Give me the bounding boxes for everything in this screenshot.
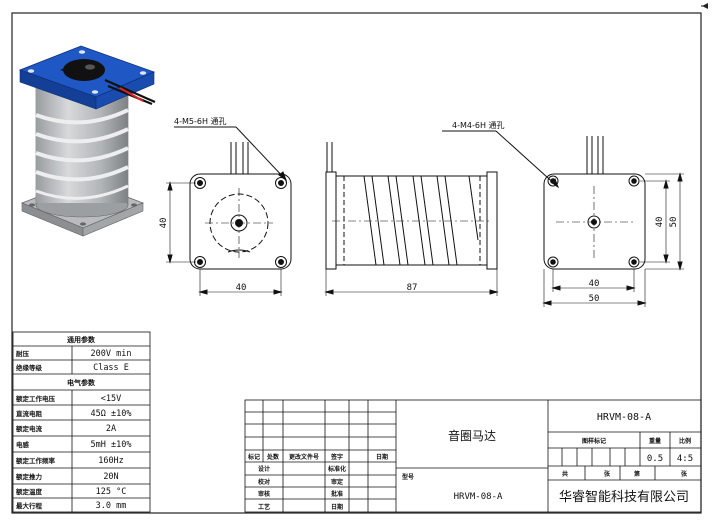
param-label: 直流电阻	[16, 409, 43, 418]
col-mark: 标记	[247, 453, 260, 461]
weight-label: 重量	[649, 437, 661, 445]
role-check: 校对	[258, 478, 270, 486]
col-standardization: 标准化	[327, 465, 346, 473]
param-label: 电感	[16, 440, 30, 449]
param-label: 额定推力	[16, 472, 43, 481]
scale-label: 比例	[679, 437, 691, 445]
param-value: 2A	[106, 424, 116, 434]
scale-value: 4:5	[677, 454, 693, 464]
param-label: 绝缘等级	[16, 363, 43, 372]
col-audit: 审定	[331, 478, 343, 486]
param-label: 最大行程	[16, 501, 43, 510]
col-approve: 批准	[331, 490, 343, 498]
stage-mark-label: 图样标记	[582, 437, 606, 445]
role-design: 设计	[258, 465, 270, 473]
param-value: Class E	[93, 363, 129, 373]
side-plate-left	[325, 171, 337, 270]
sheets-label: 张	[604, 470, 611, 478]
param-value: 160Hz	[98, 456, 124, 466]
dim-side-length: 87	[407, 283, 418, 293]
title-block	[244, 399, 702, 513]
part-name: 音圈马达	[448, 428, 496, 443]
sheet-frame	[11, 12, 702, 514]
param-value: 45Ω ±10%	[91, 409, 132, 419]
dim-back-inner-height: 40	[655, 217, 665, 228]
company-name: 华睿智能科技有限公司	[559, 490, 689, 505]
param-value: 20N	[103, 472, 118, 482]
side-plate-right	[486, 171, 498, 270]
param-label: 额定温度	[16, 487, 43, 496]
param-section-general: 通用参数	[67, 335, 96, 344]
dim-back-outer-width: 50	[589, 294, 600, 304]
parameter-table	[12, 331, 151, 513]
role-review: 审核	[258, 490, 270, 498]
param-value: 3.0 mm	[96, 501, 127, 511]
dim-back-outer-height: 50	[669, 217, 679, 228]
drawing-number: HRVM-08-A	[597, 412, 651, 423]
page-label: 第	[633, 470, 640, 478]
weight-value: 0.5	[647, 454, 663, 464]
total-label: 共	[562, 470, 568, 478]
col-doc: 更改文件号	[289, 453, 319, 461]
param-label: 额定工作电压	[16, 394, 56, 403]
col-date: 日期	[376, 453, 388, 461]
model-value: HRVM-08-A	[454, 492, 503, 502]
param-label: 额定工作频率	[16, 456, 56, 465]
col-date-2: 日期	[331, 503, 343, 511]
role-craft: 工艺	[258, 503, 270, 511]
hole-note-left: 4-M5-6H 通孔	[174, 116, 227, 126]
front-plate-outline	[189, 173, 292, 270]
dim-back-inner-width: 40	[589, 279, 600, 289]
dim-front-width: 40	[236, 283, 247, 293]
param-value: <15V	[101, 394, 121, 404]
col-count: 处数	[266, 453, 280, 461]
param-value: 125 °C	[96, 487, 127, 497]
back-view	[442, 130, 684, 307]
col-sign: 签字	[330, 453, 343, 461]
param-value: 5mH ±10%	[91, 440, 132, 450]
front-view	[166, 126, 292, 296]
title-block-labels: 标记 处数 更改文件号 签字 日期 标准化 设计 校对 审核 工艺 审定 批准 …	[247, 412, 693, 511]
hole-note-right: 4-M4-6H 通孔	[452, 120, 505, 130]
back-plate-outline	[543, 173, 646, 270]
param-value: 200V min	[91, 349, 132, 359]
model-label: 型号	[402, 473, 414, 481]
param-label: 耐压	[16, 349, 30, 358]
param-section-electrical: 电气参数	[67, 378, 96, 387]
side-view	[324, 142, 499, 296]
isometric-3d-view	[18, 45, 156, 237]
parameter-rows: 通用参数 电气参数 耐压 200V min 绝缘等级 Class E 额定工作电压 <15…	[16, 335, 131, 511]
param-label: 额定电流	[16, 424, 43, 433]
dim-front-height: 40	[159, 218, 169, 229]
sheet-label: 张	[681, 470, 688, 478]
